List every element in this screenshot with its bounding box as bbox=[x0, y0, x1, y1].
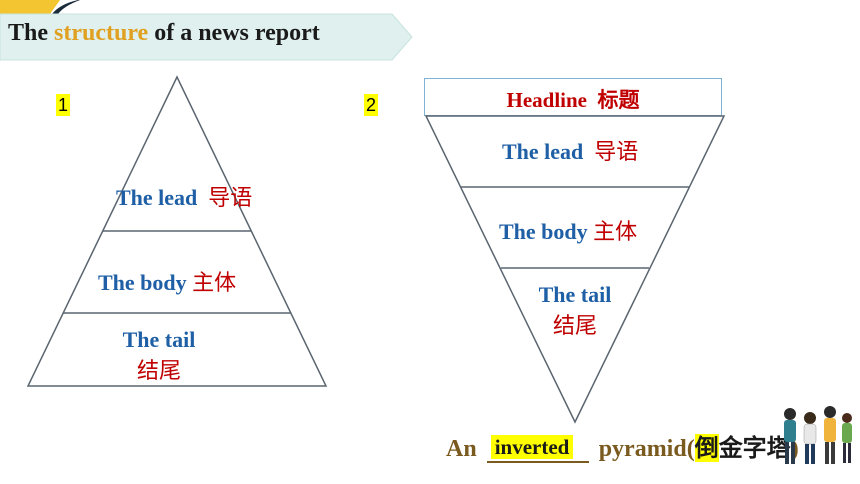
inverted-body-zh: 主体 bbox=[593, 220, 638, 245]
caption-chinese: 倒金字塔 bbox=[694, 428, 791, 463]
caption-prefix: An bbox=[446, 436, 477, 462]
inverted-pyramid-outline bbox=[424, 115, 726, 424]
pyramid-lead-en: The lead bbox=[116, 185, 198, 210]
caption-chinese-rest: 金字塔 bbox=[718, 434, 791, 462]
inverted-body-label: The body 主体 bbox=[499, 214, 637, 246]
title-prefix: The bbox=[8, 20, 55, 46]
title-highlight: structure bbox=[54, 20, 149, 46]
pyramid-body-label: The body 主体 bbox=[98, 265, 236, 297]
pyramid-tail-zh: 结尾 bbox=[136, 359, 181, 384]
pyramid-outline bbox=[26, 75, 328, 387]
title-banner bbox=[0, 13, 413, 61]
corner-decoration-icon bbox=[0, 0, 80, 14]
answer-blank: inverted bbox=[486, 435, 589, 463]
answer-text: inverted bbox=[490, 435, 574, 459]
diagram2-number: 2 bbox=[364, 94, 379, 116]
headline-en: Headline bbox=[506, 88, 587, 112]
pyramid-tail-en: The tail bbox=[122, 327, 196, 352]
pyramid-body-en: The body bbox=[98, 270, 187, 295]
headline-zh: 标题 bbox=[597, 88, 640, 112]
inverted-lead-zh: 导语 bbox=[594, 140, 639, 165]
inverted-tail-label: The tail 结尾 bbox=[520, 282, 630, 340]
diagram1-number: 1 bbox=[56, 94, 71, 116]
pyramid-lead-label: The lead 导语 bbox=[116, 180, 252, 212]
caption-chinese-first: 倒 bbox=[694, 434, 719, 462]
pyramid-lead-zh: 导语 bbox=[208, 186, 253, 211]
title-suffix: of a news report bbox=[148, 20, 320, 46]
pyramid-tail-label: The tail 结尾 bbox=[104, 327, 214, 385]
inverted-lead-label: The lead 导语 bbox=[502, 134, 638, 166]
students-illustration-icon bbox=[784, 406, 852, 464]
inverted-lead-en: The lead bbox=[502, 139, 584, 164]
slide-title: The structure of a news report bbox=[8, 20, 320, 47]
inverted-tail-en: The tail bbox=[538, 282, 612, 307]
inverted-body-en: The body bbox=[499, 219, 588, 244]
pyramid-body-zh: 主体 bbox=[192, 271, 237, 296]
headline-label: Headline 标题 bbox=[424, 84, 722, 114]
inverted-tail-zh: 结尾 bbox=[552, 314, 597, 339]
inverted-pyramid-caption: An inverted pyramid(倒金字塔) bbox=[446, 428, 799, 463]
caption-suffix: pyramid( bbox=[598, 436, 695, 462]
